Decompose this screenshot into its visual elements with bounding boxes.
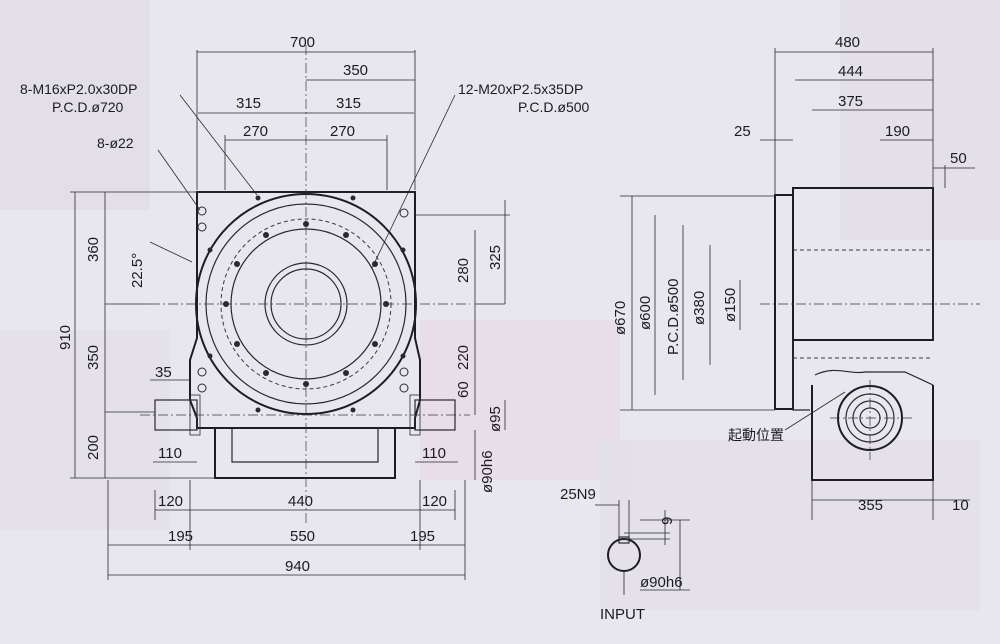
note-m20-holes: 12-M20xP2.5x35DP bbox=[458, 81, 583, 97]
dim-10: 10 bbox=[952, 497, 969, 514]
start-position-label: 起動位置 bbox=[728, 427, 784, 443]
background-ghost bbox=[0, 0, 1000, 610]
dim-25n9: 25N9 bbox=[560, 486, 596, 503]
dim-120-left: 120 bbox=[158, 493, 183, 510]
note-pcd-720: P.C.D.ø720 bbox=[52, 99, 124, 115]
input-detail bbox=[595, 500, 690, 595]
dim-60: 60 bbox=[455, 381, 472, 398]
dim-550: 550 bbox=[290, 528, 315, 545]
dim-350-vert: 350 bbox=[85, 345, 102, 370]
note-m16-holes: 8-M16xP2.0x30DP bbox=[20, 81, 138, 97]
dim-444: 444 bbox=[838, 63, 863, 80]
dim-110-left: 110 bbox=[158, 445, 182, 462]
dim-670: ø670 bbox=[612, 301, 629, 335]
dim-95: ø95 bbox=[487, 406, 504, 432]
dim-910: 910 bbox=[57, 325, 74, 350]
dim-350: 350 bbox=[343, 62, 368, 79]
front-labels: 700 350 315 315 270 270 8-M16xP2.0x30DP … bbox=[20, 34, 590, 575]
dim-50: 50 bbox=[950, 150, 967, 167]
dim-375: 375 bbox=[838, 93, 863, 110]
side-dimension-lines bbox=[620, 48, 975, 520]
dim-9: 9 bbox=[659, 517, 676, 525]
dim-700: 700 bbox=[290, 34, 315, 51]
side-base bbox=[811, 385, 934, 481]
dim-325: 325 bbox=[487, 245, 504, 270]
side-view bbox=[760, 187, 980, 481]
dim-35: 35 bbox=[155, 364, 172, 381]
dim-angle: 22.5° bbox=[129, 253, 146, 288]
dim-600: ø600 bbox=[637, 296, 654, 330]
dim-280: 280 bbox=[455, 258, 472, 283]
dim-200: 200 bbox=[85, 435, 102, 460]
dim-input-90h6: ø90h6 bbox=[640, 574, 683, 591]
dim-380: ø380 bbox=[691, 291, 708, 325]
dim-315-right: 315 bbox=[336, 95, 361, 112]
dim-270-left: 270 bbox=[243, 123, 268, 140]
dim-25: 25 bbox=[734, 123, 751, 140]
dim-355: 355 bbox=[858, 497, 883, 514]
front-base bbox=[214, 428, 396, 479]
bolt-holes bbox=[207, 195, 406, 413]
front-dimension-lines bbox=[70, 50, 510, 580]
dim-120-right: 120 bbox=[422, 493, 447, 510]
input-label: INPUT bbox=[600, 606, 645, 623]
side-flange bbox=[774, 194, 794, 410]
dim-315-left: 315 bbox=[236, 95, 261, 112]
dim-940: 940 bbox=[285, 558, 310, 575]
dim-220: 220 bbox=[455, 345, 472, 370]
dim-195-left: 195 bbox=[168, 528, 193, 545]
dim-pcd-500: P.C.D.ø500 bbox=[665, 279, 682, 355]
dim-195-right: 195 bbox=[410, 528, 435, 545]
note-22-holes: 8-ø22 bbox=[97, 135, 134, 151]
front-view bbox=[140, 45, 470, 525]
note-pcd-500: P.C.D.ø500 bbox=[518, 99, 590, 115]
dim-90h6: ø90h6 bbox=[479, 450, 496, 493]
input-labels: 25N9 9 ø90h6 INPUT bbox=[560, 486, 683, 623]
dim-150: ø150 bbox=[722, 288, 739, 322]
dim-190: 190 bbox=[885, 123, 910, 140]
dim-270-right: 270 bbox=[330, 123, 355, 140]
dim-480: 480 bbox=[835, 34, 860, 51]
dim-440: 440 bbox=[288, 493, 313, 510]
dim-110-right: 110 bbox=[422, 445, 446, 462]
side-labels: 480 444 375 25 190 50 ø670 ø600 P.C.D.ø5… bbox=[612, 34, 969, 514]
dim-360: 360 bbox=[85, 237, 102, 262]
